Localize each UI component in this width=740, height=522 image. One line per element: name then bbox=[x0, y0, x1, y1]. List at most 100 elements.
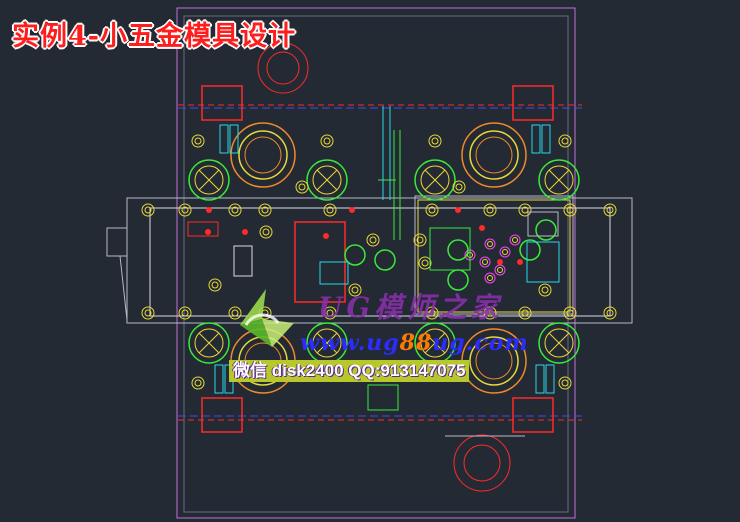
screw-hole-core bbox=[561, 137, 569, 145]
bolt-hole-inner bbox=[420, 328, 450, 358]
screw-hole-core bbox=[194, 137, 202, 145]
punch-pin bbox=[499, 246, 511, 258]
screw-hole-core bbox=[561, 379, 569, 387]
punch-pin bbox=[494, 264, 506, 276]
screw-hole-core bbox=[428, 206, 436, 214]
pilot-pin bbox=[497, 259, 503, 265]
bolt-hole-inner bbox=[420, 165, 450, 195]
guide-block bbox=[512, 85, 554, 121]
bolt-hole bbox=[538, 322, 580, 364]
screw-hole-core bbox=[486, 206, 494, 214]
pilot-bushing bbox=[374, 249, 396, 271]
screw-hole-core bbox=[144, 309, 152, 317]
punch-pin-core bbox=[487, 275, 493, 281]
sensor-block bbox=[527, 211, 559, 237]
guide-bushing-core bbox=[475, 342, 513, 380]
pilot-pin bbox=[455, 207, 461, 213]
screw-hole-core bbox=[606, 206, 614, 214]
screw-hole bbox=[178, 203, 192, 217]
bolt-hole bbox=[306, 159, 348, 201]
punch-pin bbox=[484, 272, 496, 284]
screw-hole bbox=[259, 225, 273, 239]
screw-hole bbox=[518, 306, 532, 320]
screw-hole-core bbox=[566, 206, 574, 214]
screw-hole-core bbox=[566, 309, 574, 317]
pilot-bushing bbox=[535, 219, 557, 241]
ejector-block bbox=[367, 384, 399, 411]
screw-hole-core bbox=[606, 309, 614, 317]
cross-mark bbox=[548, 169, 570, 191]
pilot-pin bbox=[479, 225, 485, 231]
punch-pin-core bbox=[502, 249, 508, 255]
locating-ring bbox=[257, 42, 309, 94]
cross-mark bbox=[424, 332, 446, 354]
bolt-hole bbox=[188, 322, 230, 364]
locating-ring bbox=[453, 434, 511, 492]
pilot-pin bbox=[205, 229, 211, 235]
bolt-hole-inner bbox=[312, 328, 342, 358]
cross-mark bbox=[424, 169, 446, 191]
cross-mark bbox=[316, 332, 338, 354]
screw-hole bbox=[323, 306, 337, 320]
screw-hole bbox=[558, 134, 572, 148]
screw-hole bbox=[483, 306, 497, 320]
screw-hole bbox=[558, 376, 572, 390]
screw-hole bbox=[418, 256, 432, 270]
screw-hole bbox=[428, 134, 442, 148]
watermark-site-name: UG模师之家 bbox=[318, 291, 503, 324]
bolt-hole-inner bbox=[312, 165, 342, 195]
locating-ring-inner bbox=[266, 51, 300, 85]
cross-mark bbox=[548, 332, 570, 354]
screw-hole bbox=[191, 376, 205, 390]
guide-block bbox=[201, 85, 243, 121]
guide-block bbox=[512, 397, 554, 433]
screw-hole bbox=[228, 306, 242, 320]
cross-mark bbox=[198, 332, 220, 354]
page-title: 实例4-小五金模具设计 bbox=[12, 21, 296, 52]
label-plate bbox=[233, 245, 253, 277]
punch-pin bbox=[509, 234, 521, 246]
pilot-pin bbox=[242, 229, 248, 235]
pilot-pin bbox=[206, 207, 212, 213]
screw-hole-core bbox=[455, 183, 463, 191]
screw-hole bbox=[538, 283, 552, 297]
screw-hole bbox=[603, 203, 617, 217]
screw-hole bbox=[258, 203, 272, 217]
bolt-hole-inner bbox=[544, 328, 574, 358]
screw-hole bbox=[228, 203, 242, 217]
screw-hole bbox=[191, 134, 205, 148]
punch-pin-core bbox=[512, 237, 518, 243]
punch-pin bbox=[479, 256, 491, 268]
punch-pin-core bbox=[487, 241, 493, 247]
screw-hole bbox=[563, 203, 577, 217]
screw-hole-core bbox=[326, 309, 334, 317]
screw-hole bbox=[425, 306, 439, 320]
screw-hole bbox=[208, 278, 222, 292]
guide-bushing bbox=[230, 122, 296, 188]
guide-block bbox=[201, 397, 243, 433]
screw-hole-core bbox=[323, 137, 331, 145]
screw-hole bbox=[141, 203, 155, 217]
punch-plate-inner bbox=[417, 199, 571, 313]
pilot-pin bbox=[323, 233, 329, 239]
screw-hole-core bbox=[231, 309, 239, 317]
stripper-inner bbox=[149, 207, 611, 317]
punch-pin-core bbox=[482, 259, 488, 265]
screw-hole-core bbox=[431, 137, 439, 145]
locating-ring-inner bbox=[463, 444, 501, 482]
screw-hole-core bbox=[421, 259, 429, 267]
guide-pin bbox=[214, 364, 224, 394]
screw-hole-core bbox=[541, 286, 549, 294]
screw-hole bbox=[413, 233, 427, 247]
url-brand-b: ug bbox=[432, 330, 466, 356]
screw-hole-core bbox=[181, 309, 189, 317]
url-brand-a: ug bbox=[366, 330, 400, 356]
screw-hole bbox=[295, 180, 309, 194]
screw-hole bbox=[483, 203, 497, 217]
screw-hole-core bbox=[428, 309, 436, 317]
side-tab bbox=[106, 227, 128, 257]
screw-hole bbox=[141, 306, 155, 320]
guide-pin bbox=[545, 364, 555, 394]
contact-banner: 微信 disk2400 QQ:913147075 bbox=[229, 360, 470, 382]
